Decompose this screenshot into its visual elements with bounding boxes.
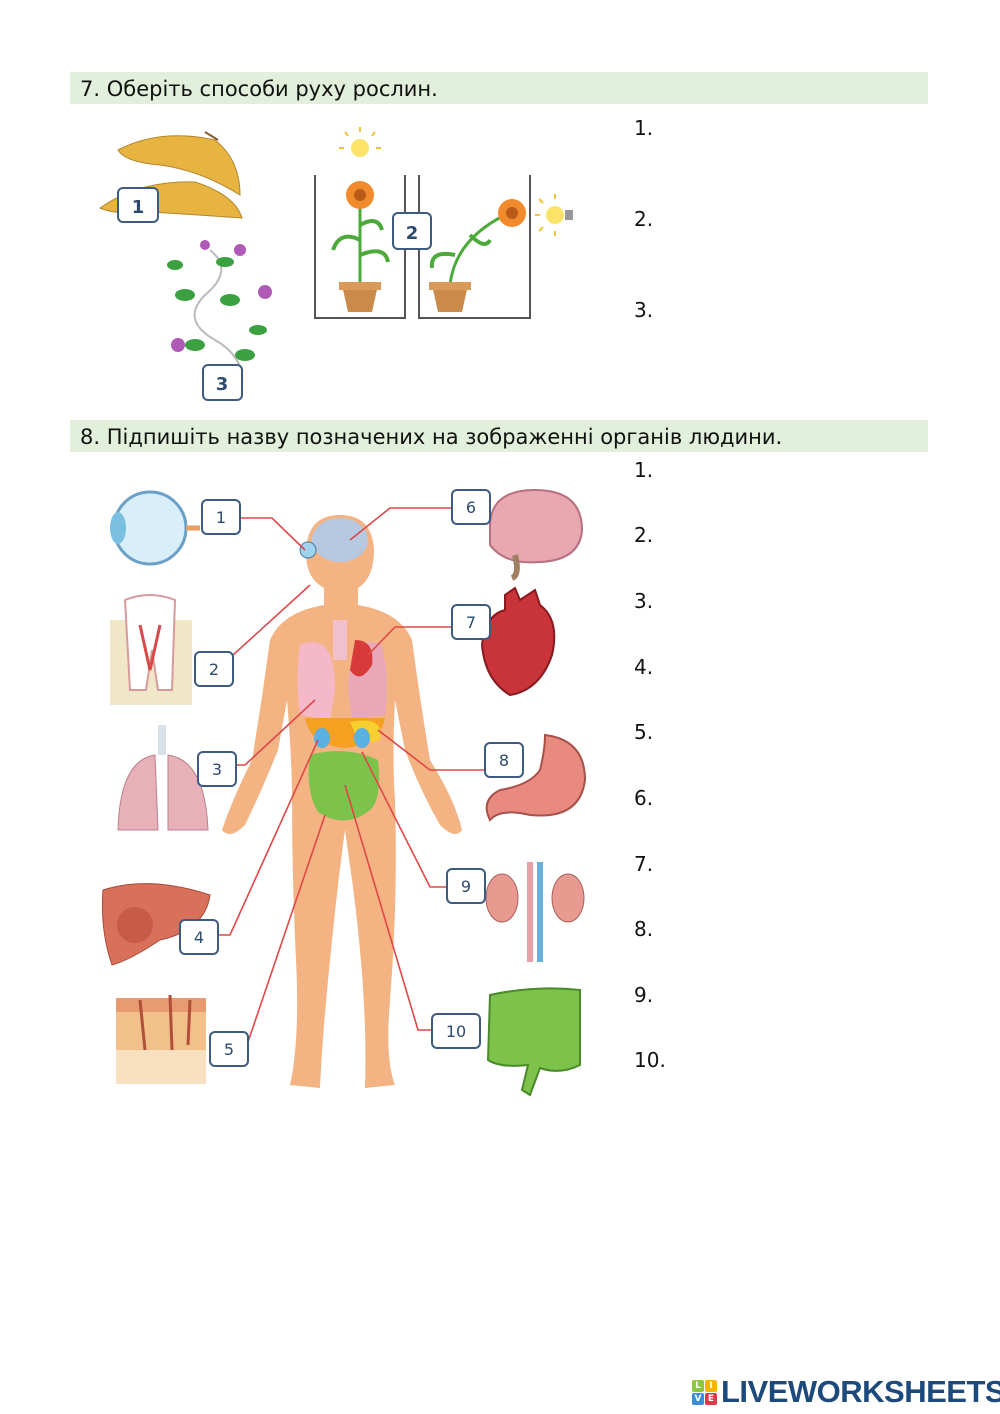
task8-label-2: 2 (194, 651, 234, 687)
task8-title: 8. Підпишіть назву позначених на зображе… (80, 425, 783, 449)
svg-text:7: 7 (466, 613, 476, 632)
task7-answer-3[interactable]: 3. (634, 298, 654, 322)
svg-text:2: 2 (406, 223, 419, 244)
task8-label-6: 6 (451, 489, 491, 525)
svg-text:6: 6 (466, 498, 476, 517)
task7-label-2: 2 (392, 212, 432, 250)
task8-answer-9[interactable]: 9. (634, 983, 654, 1007)
brain-image (488, 488, 584, 581)
task8-answer-7[interactable]: 7. (634, 852, 654, 876)
task7-answer-1[interactable]: 1. (634, 116, 654, 140)
logo-tiles-icon: L I V E (692, 1379, 717, 1405)
task7-answer-2[interactable]: 2. (634, 207, 654, 231)
intestine-image (486, 987, 581, 1097)
svg-text:3: 3 (216, 374, 229, 395)
task8-label-8: 8 (484, 742, 524, 778)
svg-text:4: 4 (194, 928, 204, 947)
task8-answer-10[interactable]: 10. (634, 1048, 666, 1072)
lungs-image (117, 725, 209, 831)
liveworksheets-logo: L I V E LIVEWORKSHEETS (692, 1374, 1000, 1410)
logo-tile-v: V (692, 1392, 704, 1405)
task7-label-3: 3 (202, 364, 243, 401)
svg-text:5: 5 (224, 1040, 234, 1059)
task8-answer-5[interactable]: 5. (634, 720, 654, 744)
task8-answer-2[interactable]: 2. (634, 523, 654, 547)
svg-text:1: 1 (216, 508, 226, 527)
task8-header: 8. Підпишіть назву позначених на зображе… (70, 420, 928, 452)
human-body-image (222, 515, 462, 1088)
svg-text:2: 2 (209, 660, 219, 679)
task8-answer-8[interactable]: 8. (634, 917, 654, 941)
task8-label-5: 5 (209, 1031, 249, 1067)
task7-title: 7. Оберіть способи руху рослин. (80, 77, 438, 101)
skin-image (116, 994, 206, 1084)
task8-label-3: 3 (197, 751, 237, 787)
logo-text: LIVEWORKSHEETS (721, 1374, 1000, 1409)
logo-tile-e: E (705, 1392, 717, 1405)
task8-label-10: 10 (431, 1013, 481, 1049)
task8-answer-6[interactable]: 6. (634, 786, 654, 810)
task8-answer-3[interactable]: 3. (634, 589, 654, 613)
svg-text:9: 9 (461, 877, 471, 896)
task8-label-4: 4 (179, 919, 219, 955)
liver-image (101, 883, 211, 966)
task7-label-1: 1 (117, 187, 159, 223)
svg-text:10: 10 (446, 1022, 466, 1041)
task7-header: 7. Оберіть способи руху рослин. (70, 72, 928, 104)
task8-label-1: 1 (201, 499, 241, 535)
task8-label-9: 9 (446, 868, 486, 904)
eye-image (110, 490, 200, 566)
svg-text:8: 8 (499, 751, 509, 770)
stomach-image (485, 733, 587, 822)
leader-lines (218, 507, 485, 1043)
svg-text:3: 3 (212, 760, 222, 779)
phototropism-image (314, 127, 573, 319)
svg-text:1: 1 (132, 197, 145, 218)
climbing-plant-image (167, 240, 272, 396)
kidneys-image (485, 862, 585, 962)
heart-image (480, 586, 556, 697)
task8-answer-1[interactable]: 1. (634, 458, 654, 482)
task8-answer-4[interactable]: 4. (634, 655, 654, 679)
logo-tile-l: L (692, 1379, 704, 1392)
logo-tile-i: I (705, 1379, 717, 1392)
tooth-image (110, 594, 192, 705)
task8-label-7: 7 (451, 604, 491, 640)
